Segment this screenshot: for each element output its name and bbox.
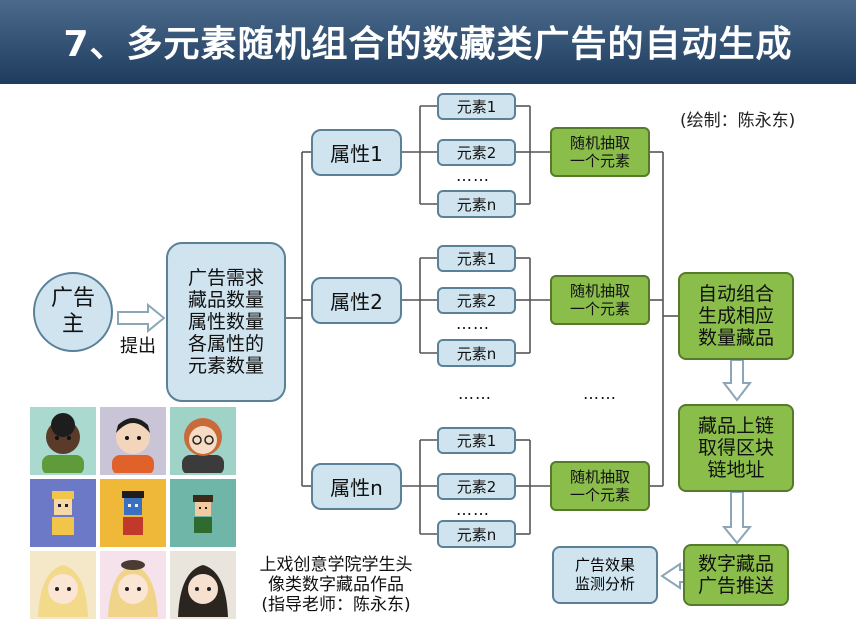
attribute-2-node: 属性2 xyxy=(311,277,402,324)
student-avatar-grid xyxy=(30,407,236,619)
avatar-image xyxy=(30,551,96,619)
attribute-1-element-1: 元素1 xyxy=(437,93,516,120)
avatar-image xyxy=(170,551,236,619)
picks-ellipsis: …… xyxy=(583,384,617,403)
avatar-image xyxy=(170,479,236,547)
avatar-image xyxy=(30,479,96,547)
avatar-image xyxy=(170,407,236,475)
ad-push-node: 数字藏品 广告推送 xyxy=(683,544,789,606)
avatar-caption: 上戏创意学院学生头 像类数字藏品作品 (指导老师：陈永东) xyxy=(259,555,413,615)
attribute-2-element-n: 元素n xyxy=(437,339,516,367)
attribute-n-ellipsis: …… xyxy=(456,500,490,519)
credit-text: (绘制：陈永东) xyxy=(680,111,796,131)
page-title: 7、多元素随机组合的数藏类广告的自动生成 xyxy=(63,24,793,65)
attribute-2-element-1: 元素1 xyxy=(437,245,516,272)
avatar-image xyxy=(100,407,166,475)
attributes-ellipsis: …… xyxy=(458,384,492,403)
attribute-n-node: 属性n xyxy=(311,463,402,510)
attribute-2-ellipsis: …… xyxy=(456,314,490,333)
attribute-n-element-n: 元素n xyxy=(437,520,516,548)
attribute-n-random-pick: 随机抽取 一个元素 xyxy=(550,461,650,511)
title-bar: 7、多元素随机组合的数藏类广告的自动生成 xyxy=(0,0,856,84)
auto-combine-node: 自动组合 生成相应 数量藏品 xyxy=(678,272,794,360)
attribute-1-element-2: 元素2 xyxy=(437,139,516,166)
attribute-n-element-2: 元素2 xyxy=(437,473,516,500)
avatar-image xyxy=(100,551,166,619)
attribute-2-random-pick: 随机抽取 一个元素 xyxy=(550,275,650,325)
attribute-1-ellipsis: …… xyxy=(456,166,490,185)
attribute-1-element-n: 元素n xyxy=(437,190,516,218)
avatar-image xyxy=(100,479,166,547)
requirements-node: 广告需求 藏品数量 属性数量 各属性的 元素数量 xyxy=(166,242,286,402)
attribute-1-random-pick: 随机抽取 一个元素 xyxy=(550,127,650,177)
attribute-2-element-2: 元素2 xyxy=(437,287,516,314)
blockchain-node: 藏品上链 取得区块 链地址 xyxy=(678,404,794,492)
attribute-1-node: 属性1 xyxy=(311,129,402,176)
avatar-image xyxy=(30,407,96,475)
attribute-n-element-1: 元素1 xyxy=(437,427,516,454)
advertiser-node: 广告 主 xyxy=(33,272,113,352)
submit-label: 提出 xyxy=(120,336,156,357)
ad-monitor-node: 广告效果 监测分析 xyxy=(552,546,658,604)
